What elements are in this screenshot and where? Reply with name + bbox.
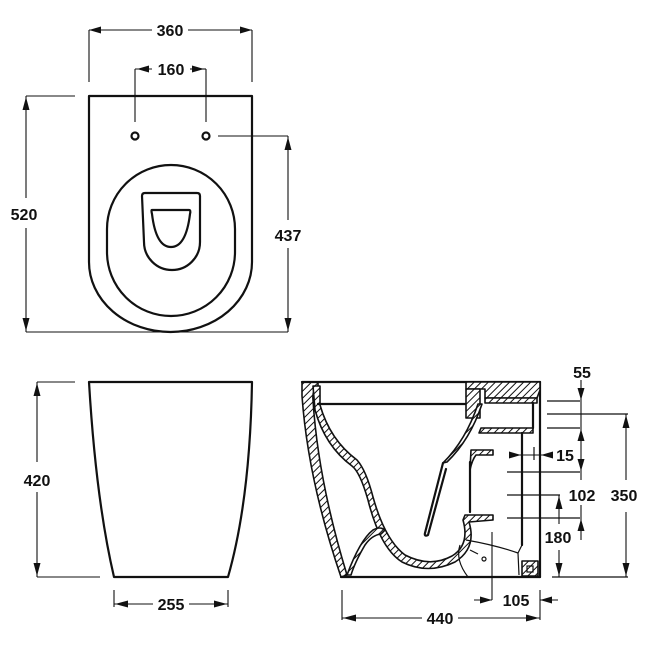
fixing-block [521,560,539,577]
dim-outlet-wall-gap: 15 [556,448,574,465]
dim-outlet-diameter: 102 [569,488,596,505]
seat-ring [105,163,237,318]
trap-weir [346,527,386,576]
front-elevation: 420 255 [24,380,254,614]
side-section: 55 102 350 180 15 105 [300,365,638,628]
dim-outlet-to-wall: 105 [503,593,530,610]
dim-overall-depth: 520 [11,207,38,224]
dim-hole-spacing: 160 [158,62,185,79]
inlet-floor [478,427,534,434]
pan-outline-plan [87,94,254,334]
dim-overall-projection: 440 [427,611,454,628]
outer-shell [301,381,348,578]
bowl-opening-inner [150,208,192,249]
bowl-opening-outer [140,191,202,272]
inlet-lower [484,397,538,404]
fixing-hole-left [130,131,140,141]
dim-base-width: 255 [158,597,185,614]
dim-hole-to-front: 437 [275,228,302,245]
outlet-horn [469,449,494,471]
dim-overall-height-inlet: 350 [611,488,638,505]
dim-overall-width: 360 [157,23,184,40]
dim-height: 420 [24,473,51,490]
dim-outlet-centre-height: 180 [545,530,572,547]
siphon-leg [423,461,448,537]
fixing-hole-right [201,131,211,141]
dim-inlet-offset: 55 [573,365,591,382]
pan-outline-elevation [87,380,254,579]
bowl-wall [312,385,494,570]
plan-view: 360 160 520 437 [11,23,302,334]
